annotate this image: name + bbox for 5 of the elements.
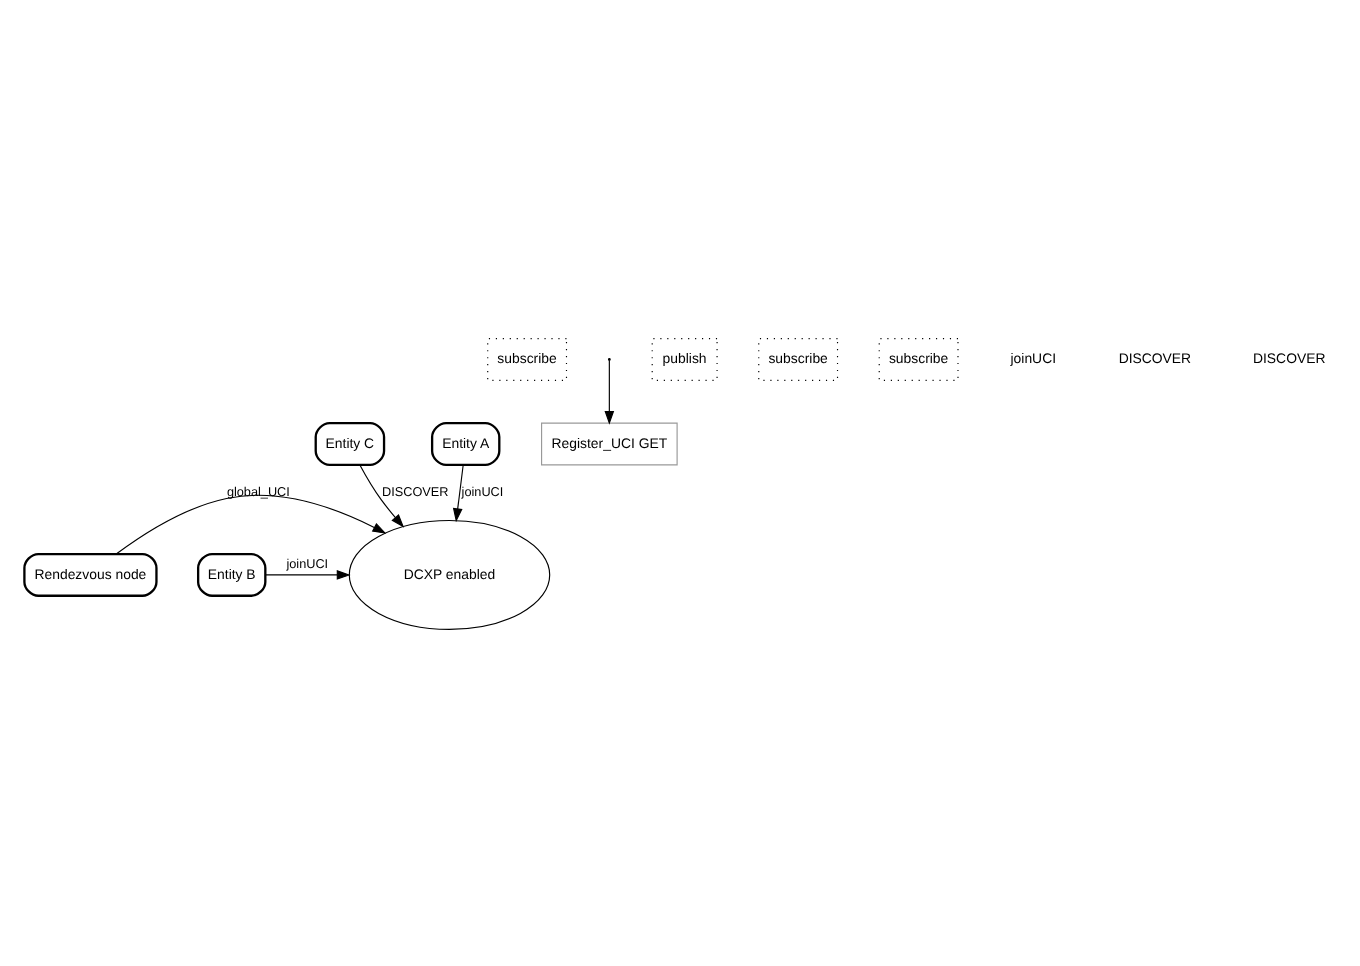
arrow <box>265 569 351 579</box>
arrow <box>116 493 387 554</box>
arrow <box>359 463 405 527</box>
arrow <box>452 463 464 522</box>
arrow <box>604 359 615 424</box>
